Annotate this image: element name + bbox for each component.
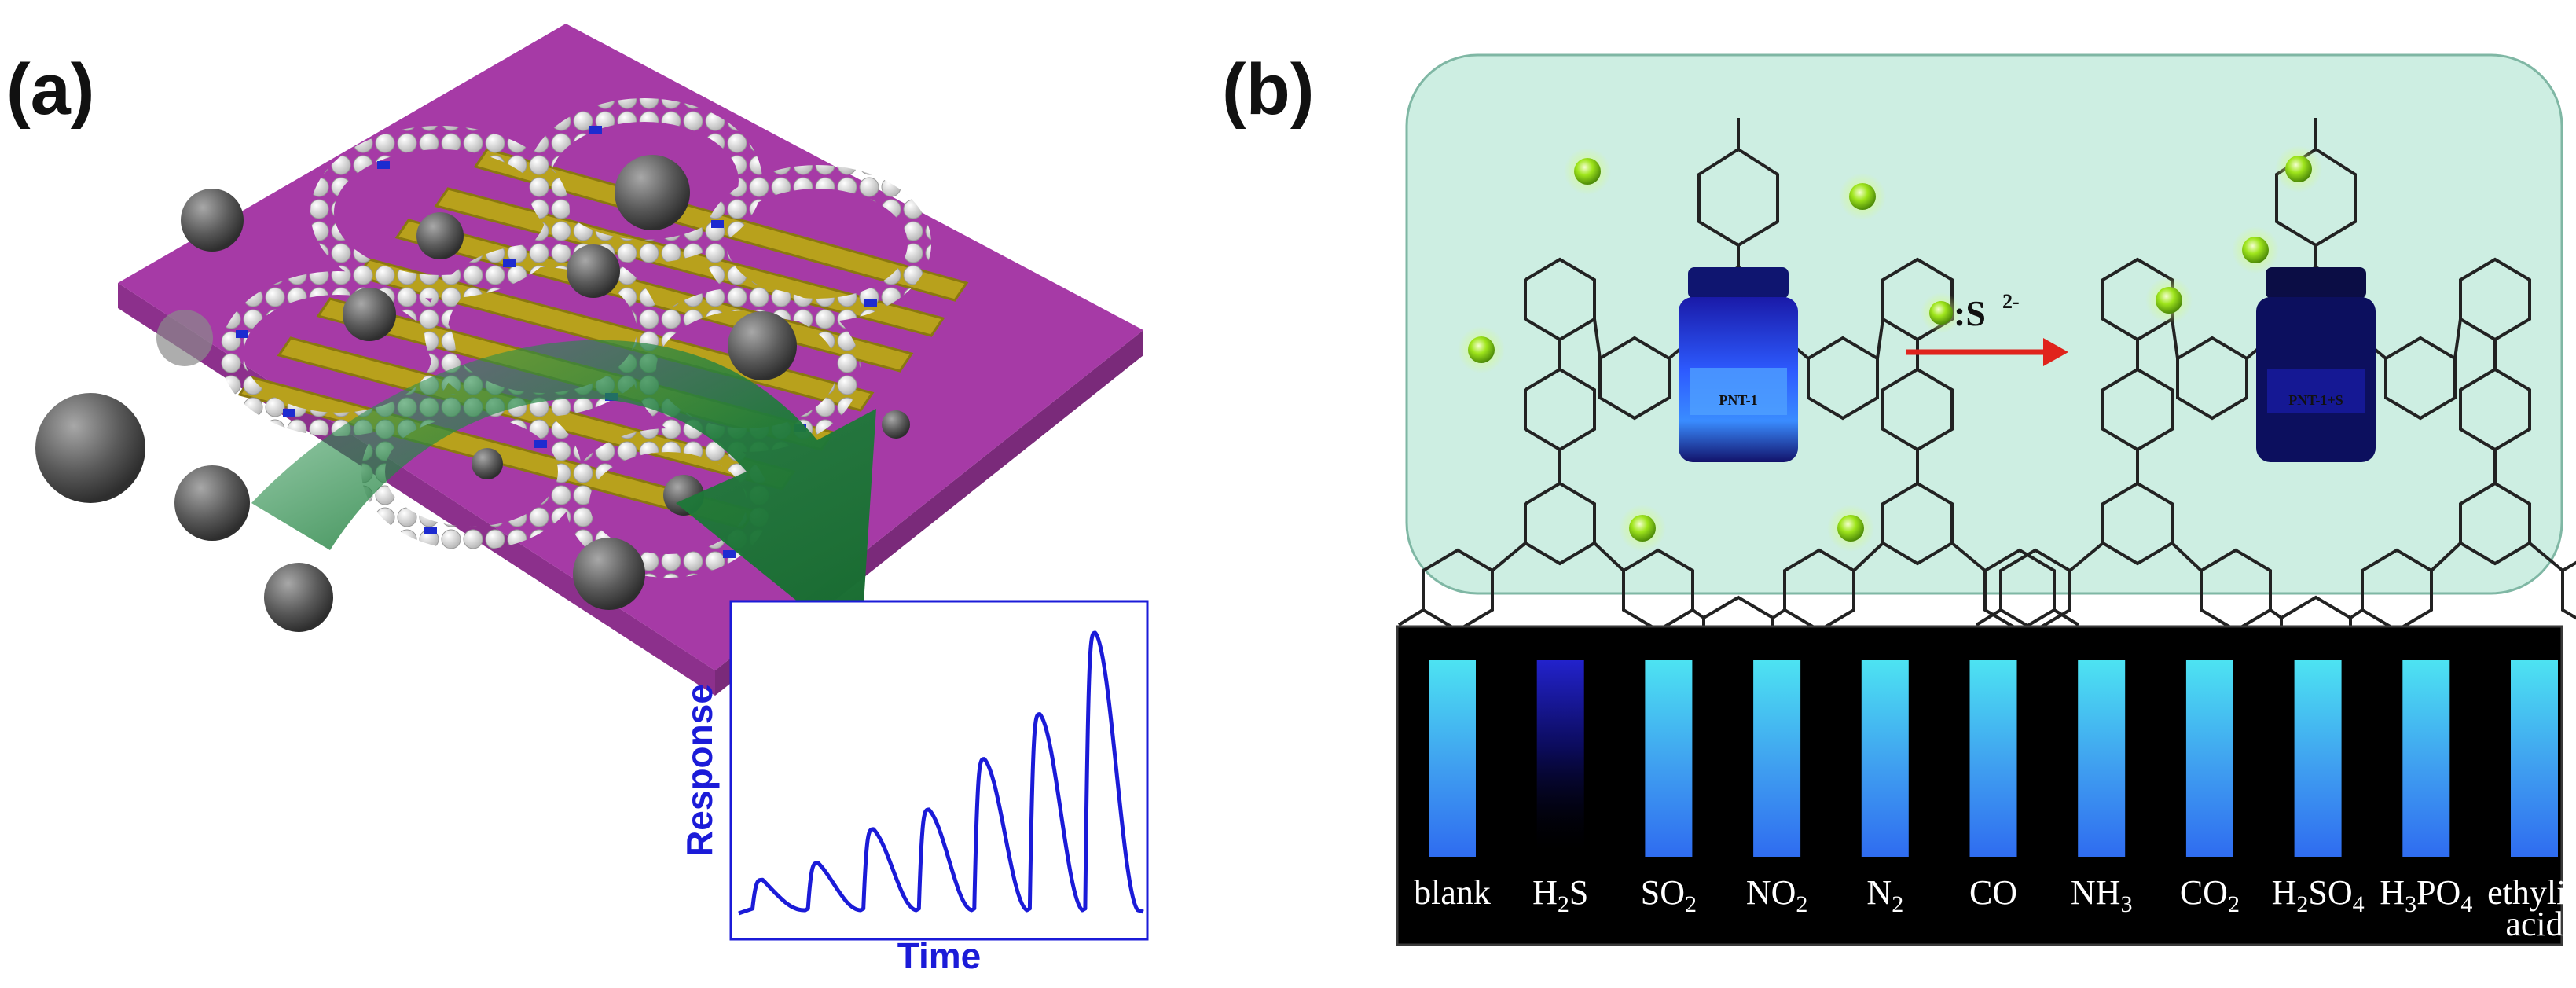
gas-strip: H2SO4 (2272, 660, 2365, 917)
strip-bar (1429, 660, 1476, 857)
strip-label-line2: acid (2505, 905, 2563, 943)
strips: blank H2S SO2 NO2 N2 CO NH3 CO2 H2SO4 H3PO4 ethyli… (1414, 660, 2576, 943)
sulfide-dot (1458, 326, 1505, 373)
gas-molecules (35, 189, 333, 632)
reagent-charge: 2- (2002, 290, 2020, 313)
strip-bar (2511, 660, 2558, 857)
panel-b-label: (b) (1222, 50, 1315, 130)
gas-strip: SO2 (1641, 660, 1697, 917)
strip-label: N2 (1866, 873, 1903, 917)
strip-label: CO (1969, 873, 2017, 912)
strip-bar (2402, 660, 2450, 857)
strip-label: ethylic (2487, 873, 2576, 912)
reagent-label: :S (1954, 293, 1986, 333)
gas-strip: CO2 (2180, 660, 2240, 917)
response-trace (738, 630, 1144, 916)
strip-bar (1536, 660, 1584, 857)
inset-xlabel: Time (897, 935, 982, 976)
sulfide-dot (1564, 148, 1611, 195)
strip-label: H3PO4 (2380, 873, 2472, 917)
sulfide-dot (1839, 173, 1886, 220)
strip-label: H2SO4 (2272, 873, 2365, 917)
sulfide-dot (1619, 505, 1666, 552)
panel-a: Response Time (35, 24, 1149, 976)
vial-right: PNT-1+S (2256, 267, 2376, 462)
panel-a-label: (a) (6, 50, 95, 130)
diffusion-arrow (251, 340, 876, 652)
strip-bar (2078, 660, 2126, 857)
gas-strip: H2S (1532, 660, 1588, 917)
strip-label: NH3 (2071, 873, 2133, 917)
strip-bar (1969, 660, 2017, 857)
gas-strip: blank (1414, 660, 1491, 912)
strip-bar (2294, 660, 2342, 857)
strip-bar (1753, 660, 1801, 857)
vial-right-label: PNT-1+S (2288, 392, 2343, 408)
strip-bar (1861, 660, 1909, 857)
inset-ylabel: Response (679, 684, 720, 857)
strip-label: NO2 (1746, 873, 1808, 917)
response-inset: Response Time (679, 600, 1149, 976)
strip-label: CO2 (2180, 873, 2240, 917)
gas-strip: H3PO4 (2380, 660, 2472, 917)
gas-strip: CO (1969, 660, 2017, 912)
framework (220, 98, 931, 578)
sulfide-dots (1458, 145, 2322, 552)
strip-label: H2S (1532, 873, 1588, 917)
strip-bar (1645, 660, 1693, 857)
vial-left-label: PNT-1 (1719, 392, 1757, 408)
inset-frame (729, 600, 1149, 941)
gas-strip: NO2 (1746, 660, 1808, 917)
sulfide-dot (2145, 277, 2193, 324)
vial-left: PNT-1 (1679, 267, 1798, 462)
reaction-arrow: :S 2- (1906, 290, 2068, 366)
sulfide-dot (1827, 505, 1874, 552)
gas-strip: NH3 (2071, 660, 2133, 917)
adsorbed-molecules (343, 155, 910, 610)
strip-bar (2185, 660, 2233, 857)
gas-strip: N2 (1861, 660, 1909, 917)
sulfide-dot (2232, 226, 2279, 274)
sulfide-dot (2275, 145, 2322, 193)
panel-b: PNT-1 :S 2- (1396, 53, 2576, 946)
sulfide-icon (1929, 301, 1953, 325)
strip-label: blank (1414, 873, 1491, 912)
strip-label: SO2 (1641, 873, 1697, 917)
